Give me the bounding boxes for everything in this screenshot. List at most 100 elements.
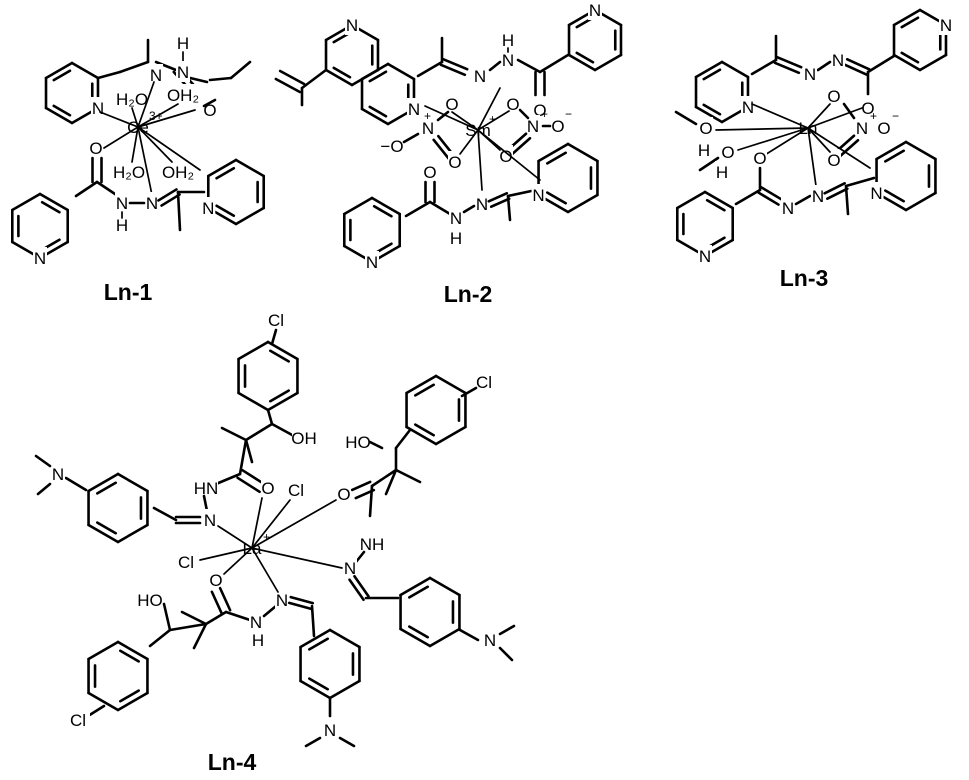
coordination-bond — [807, 127, 817, 187]
atom-mask — [264, 309, 288, 330]
carbonyl-bond — [278, 69, 306, 86]
atom-mask — [115, 192, 129, 213]
bond — [498, 624, 516, 636]
ring-bond — [116, 472, 149, 493]
bond — [214, 472, 242, 486]
ring-bond — [266, 340, 299, 361]
bond — [794, 194, 812, 206]
atom-mask — [166, 84, 200, 105]
aromatic-ring: N — [869, 140, 937, 212]
atom-o: O — [877, 119, 890, 138]
bond — [244, 422, 274, 442]
n-o-double-bond — [838, 138, 860, 158]
ring-bond — [675, 190, 707, 210]
ring-bond — [567, 53, 597, 72]
aromatic-ring: N — [201, 158, 266, 226]
atom-mask — [380, 135, 404, 156]
ring-bond — [918, 53, 948, 72]
ring-bond — [342, 196, 374, 216]
bond — [180, 610, 208, 626]
ring-bond — [206, 158, 238, 178]
atom-o: O — [499, 147, 512, 166]
ring-bond — [116, 640, 149, 661]
bond — [204, 610, 228, 626]
atom-mask — [483, 629, 497, 650]
atom-n: N — [422, 119, 434, 138]
atom-o: O — [721, 143, 734, 162]
imine-nitrogen: N — [276, 591, 288, 610]
atom-n: N — [782, 199, 794, 218]
atom-mask — [506, 93, 520, 114]
bond — [368, 440, 384, 450]
ring-bond — [87, 472, 120, 493]
atom-mask — [406, 98, 421, 119]
bond — [220, 426, 248, 442]
imine-bond — [845, 57, 871, 71]
atom-n: N — [527, 117, 539, 136]
coordination-bond — [807, 127, 871, 169]
bond — [310, 604, 316, 638]
charge: − — [565, 107, 572, 121]
atom-h2o: H₂O — [113, 163, 145, 182]
atom-mask — [292, 427, 316, 448]
atom-o: O — [753, 149, 766, 168]
ring-bond — [399, 627, 432, 648]
atom-mask — [323, 719, 337, 740]
ring-bond — [234, 158, 266, 178]
atom-mask — [827, 85, 841, 106]
bond — [262, 604, 278, 618]
aromatic-ring: N — [531, 142, 599, 214]
ring-nitrogen: N — [699, 247, 711, 266]
compound-label: Ln-1 — [104, 279, 153, 305]
ring-double-bond — [408, 585, 430, 599]
ring-bond — [116, 691, 149, 712]
ring-bond — [234, 206, 266, 226]
chloride-ligand: Cl — [178, 553, 194, 572]
imine-bond — [439, 63, 467, 77]
ring-bond — [299, 628, 332, 649]
ring-bond — [237, 391, 270, 412]
aromatic-ring: N — [360, 62, 421, 126]
hydroxyl: HO — [345, 433, 371, 452]
ring-double-bond — [96, 521, 118, 535]
charge: + — [424, 109, 431, 123]
ring-double-bond — [546, 151, 568, 165]
ring-double-bond — [575, 51, 595, 64]
coordination-bond — [251, 499, 291, 549]
atom-mask — [145, 192, 159, 213]
carbonyl-oxygen: O — [89, 139, 102, 158]
ring-bond — [566, 142, 599, 163]
atom-mask — [533, 99, 547, 120]
coordination-bond — [759, 127, 809, 159]
ring-bond — [694, 60, 724, 79]
atom-mask — [531, 184, 546, 205]
ring-bond — [537, 142, 570, 163]
atom-mask — [697, 139, 711, 160]
ring-double-bond — [900, 16, 920, 29]
ring-double-bond — [408, 625, 430, 639]
atom-mask — [721, 141, 735, 162]
atom-mask — [89, 137, 103, 158]
ring-nitrogen: N — [940, 16, 952, 35]
atom-h: H — [502, 31, 514, 50]
imine-bond — [773, 61, 801, 75]
bond — [95, 180, 120, 198]
atom-mask — [161, 161, 195, 182]
ring-bond — [87, 640, 120, 661]
atom-mask — [475, 193, 489, 214]
imine-bond — [775, 55, 803, 69]
imine-nitrogen: N — [146, 194, 158, 213]
atom-mask — [698, 245, 712, 266]
ring-bond — [904, 140, 937, 161]
carbonyl-bond — [350, 480, 372, 492]
bond — [244, 438, 254, 464]
amine-nitrogen: N — [324, 721, 336, 740]
chloro-substituent: Cl — [476, 373, 492, 392]
coordination-bond — [751, 103, 809, 129]
ring-bond — [328, 679, 361, 700]
atom-mask — [337, 483, 351, 504]
aromatic-ring — [405, 374, 467, 446]
ring-double-bond — [372, 204, 393, 218]
coordination-bond — [807, 103, 831, 129]
ring-bond — [892, 53, 922, 72]
